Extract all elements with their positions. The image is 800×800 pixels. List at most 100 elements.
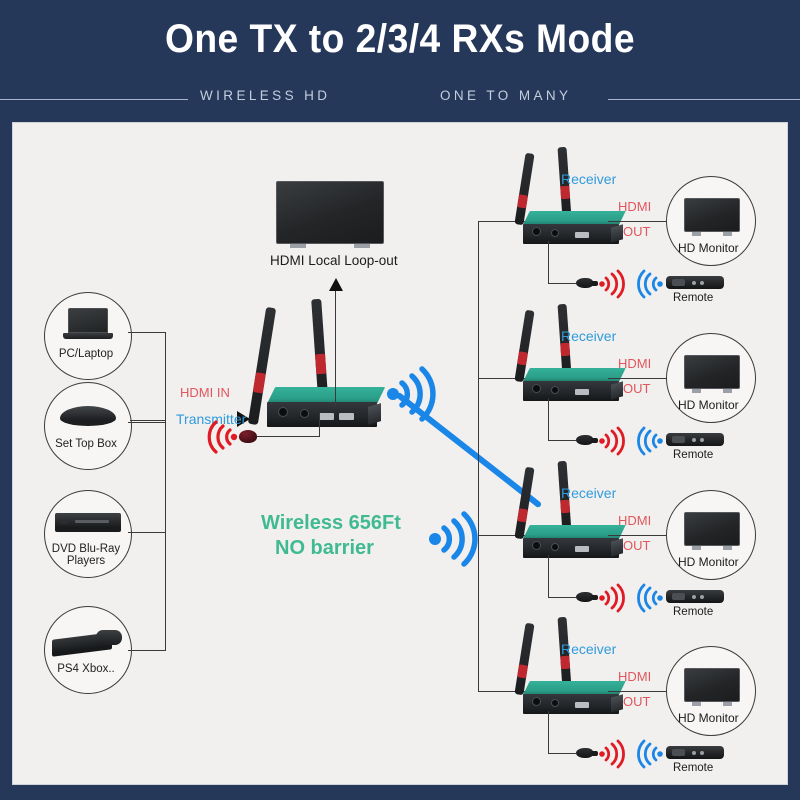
receiver-front-panel <box>523 537 619 558</box>
transmitter-wifi-icon <box>383 363 447 425</box>
tv-icon <box>684 198 740 236</box>
remote-icon[interactable] <box>666 746 724 759</box>
page-title: One TX to 2/3/4 RXs Mode <box>164 17 636 61</box>
receiver-row-3: Receiver HDMI OUT HD Monitor <box>478 460 778 619</box>
hdmi-out-label-line2: OUT <box>623 224 651 239</box>
ir-receiver-waves-icon <box>599 426 628 456</box>
wire-bus-to-receiver <box>478 221 528 222</box>
wireless-range-line1: Wireless 656Ft <box>261 512 401 534</box>
power-jack <box>532 541 541 550</box>
tv-screen <box>684 512 740 546</box>
source-label-line2: Players <box>66 555 106 567</box>
wire-console-to-bus <box>128 650 165 651</box>
receiver-label: Receiver <box>561 328 617 344</box>
receiver-label: Receiver <box>561 171 617 187</box>
receiver-side-vent <box>611 538 623 558</box>
remote-waves-icon <box>633 583 663 613</box>
remote-label: Remote <box>673 762 714 774</box>
transmitter-device <box>241 298 386 429</box>
remote-keypad <box>672 436 685 443</box>
tv-stand-right <box>723 389 732 393</box>
ir-jack <box>551 543 559 551</box>
monitor-label: HD Monitor <box>678 711 739 725</box>
monitor-label: HD Monitor <box>678 555 739 569</box>
wire-ir-emitter-to-tx <box>257 436 320 437</box>
wire-bus-to-receiver <box>478 691 528 692</box>
remote-icon[interactable] <box>666 276 724 289</box>
receiver-row-1: Receiver HDMI OUT HD Monitor <box>478 146 778 305</box>
loop-out-arrow-icon <box>329 278 343 291</box>
remote-waves-icon <box>633 739 663 769</box>
receiver-body <box>523 681 626 714</box>
remote-button <box>700 751 704 755</box>
ir-receiver-icon <box>576 748 598 758</box>
remote-keypad <box>672 279 685 286</box>
transmitter-side-vent <box>368 403 382 426</box>
hdmi-out-port <box>575 546 589 552</box>
receiver-side-vent <box>611 694 623 714</box>
receiver-front-panel <box>523 380 619 401</box>
wire-bus-to-receiver <box>478 535 528 536</box>
tv-icon <box>684 512 740 550</box>
hdmi-out-label-line1: HDMI <box>618 669 652 684</box>
remote-icon[interactable] <box>666 433 724 446</box>
ir-jack <box>551 386 559 394</box>
remote-button <box>692 438 696 442</box>
tv-screen <box>684 355 740 389</box>
wire-receiver-to-ir <box>548 241 549 283</box>
wire-receiver-to-monitor <box>608 691 670 692</box>
source-label-line1: DVD Blu-Ray <box>51 543 121 555</box>
game-console-icon <box>52 630 124 658</box>
wire-tx-to-ir-drop <box>319 413 320 437</box>
tv-stand-left <box>290 244 306 248</box>
tv-stand-left <box>692 389 701 393</box>
receiver-top-shell <box>523 525 626 539</box>
wire-receiver-to-monitor <box>608 378 670 379</box>
banner-subtitle-row: WIRELESS HD ONE TO MANY <box>0 88 800 112</box>
wire-receiver-to-ir <box>548 555 549 597</box>
wire-receiver-to-ir <box>548 711 549 753</box>
receiver-label: Receiver <box>561 641 617 657</box>
wire-receiver-to-monitor <box>608 221 670 222</box>
source-circle <box>44 490 132 578</box>
power-jack <box>532 227 541 236</box>
hdmi-out-label-line1: HDMI <box>618 356 652 371</box>
transmitter-body <box>267 387 386 427</box>
monitor-label: HD Monitor <box>678 398 739 412</box>
receiver-label: Receiver <box>561 485 617 501</box>
source-circle <box>44 382 132 470</box>
tv-icon <box>276 181 384 248</box>
loop-out-label: HDMI Local Loop-out <box>270 253 398 268</box>
receiver-top-shell <box>523 368 626 382</box>
hdmi-out-label-line1: HDMI <box>618 199 652 214</box>
ir-emitter-waves-icon <box>201 420 238 454</box>
hdmi-out-label-line2: OUT <box>623 694 651 709</box>
ir-receiver-icon <box>576 592 598 602</box>
hdmi-out-label-line2: OUT <box>623 538 651 553</box>
tv-stand-left <box>692 546 701 550</box>
wire-receiver-to-ir <box>548 398 549 440</box>
ir-receiver-waves-icon <box>599 739 628 769</box>
remote-icon[interactable] <box>666 590 724 603</box>
receiver-front-panel <box>523 223 619 244</box>
wireless-range-line2: NO barrier <box>275 537 374 559</box>
tv-stand-right <box>723 232 732 236</box>
source-dvd-bluray: DVD Blu-Ray Players <box>38 490 134 590</box>
tv-icon <box>684 668 740 706</box>
hdmi-port-b <box>339 413 354 420</box>
wire-ir-run <box>548 283 576 284</box>
remote-label: Remote <box>673 292 714 304</box>
loop-out-monitor: HDMI Local Loop-out <box>270 181 398 268</box>
power-jack <box>278 407 288 417</box>
divider-right <box>608 99 800 100</box>
monitor-label: HD Monitor <box>678 241 739 255</box>
receiver-row-4: Receiver HDMI OUT HD Monitor <box>478 616 778 775</box>
receiver-top-shell <box>523 681 626 695</box>
ir-jack <box>551 229 559 237</box>
ir-receiver-waves-icon <box>599 269 628 299</box>
wire-tx-to-loopout <box>335 291 336 406</box>
receiver-row-2: Receiver HDMI OUT HD Monitor <box>478 303 778 462</box>
wire-ir-run <box>548 597 576 598</box>
receiver-body <box>523 368 626 401</box>
wire-receiver-to-monitor <box>608 535 670 536</box>
